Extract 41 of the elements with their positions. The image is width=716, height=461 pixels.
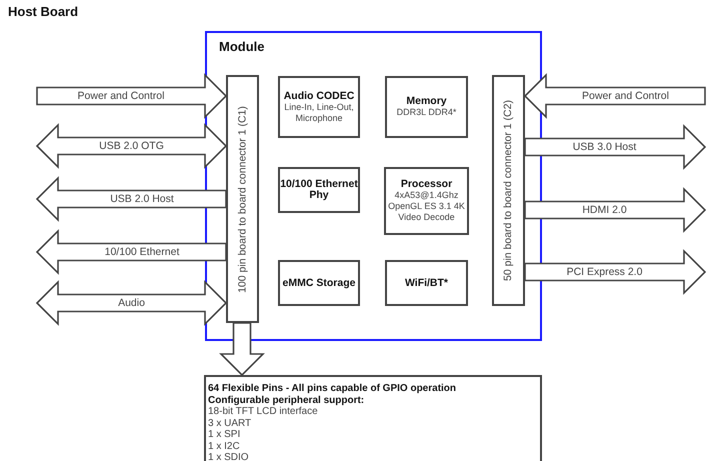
connector-label: 100 pin board to board connector 1 (C1): [236, 104, 249, 294]
block-heading: Audio CODEC: [284, 90, 354, 102]
list-item: 1 x I2C: [208, 440, 241, 452]
list-item: 1 x SDIO: [208, 452, 250, 461]
block-heading: 10/100 Ethernet Phy: [280, 179, 358, 201]
list-item: 18-bit TFT LCD interface: [208, 406, 319, 418]
panel-heading: 64 Flexible Pins - All pins capable of GPIO operation: [208, 383, 458, 394]
component-box: [385, 260, 468, 306]
list-item: 1 x SPI: [208, 429, 242, 440]
component-box: [278, 76, 360, 138]
block-description: 4xA53@1.4Ghz OpenGL ES 3.1 4K Video Decode: [387, 190, 466, 223]
block-heading: WiFi/BT*: [404, 278, 448, 288]
edge-label: Audio: [116, 297, 147, 309]
module-panel: [205, 31, 542, 341]
block-arrow: [36, 280, 228, 326]
connector-bar: [492, 75, 525, 306]
edge-label: 10/100 Ethernet: [102, 246, 182, 258]
block-description: DDR3L DDR4*: [396, 107, 456, 118]
edge-label: USB 3.0 Host: [570, 141, 638, 153]
edge-label: Power and Control: [76, 90, 166, 102]
block-heading: Processor: [400, 179, 452, 190]
module-heading: Module: [219, 39, 264, 54]
pin-list-panel: [204, 375, 542, 461]
edge-label: HDMI 2.0: [580, 204, 629, 216]
connector-label: 50 pin board to board connector 1 (C2): [502, 99, 515, 283]
block-description: Line-In, Line-Out, Microphone: [283, 102, 355, 124]
list-item: 3 x UART: [208, 418, 252, 429]
connector-bar: [226, 75, 259, 323]
block-heading: eMMC Storage: [282, 278, 356, 288]
component-box: [278, 260, 360, 306]
edge-label: PCI Express 2.0: [564, 266, 644, 278]
edge-label: USB 2.0 OTG: [97, 140, 166, 152]
block-heading: Memory: [406, 96, 447, 107]
edge-label: Power and Control: [580, 90, 671, 102]
diagram-title: Host Board: [8, 4, 78, 19]
edge-label: USB 2.0 Host: [108, 193, 176, 205]
component-box: [278, 167, 360, 213]
block-arrow: [219, 322, 265, 376]
component-box: [384, 167, 469, 235]
panel-heading: Configurable peripheral support:: [208, 394, 366, 406]
component-box: [385, 76, 468, 138]
